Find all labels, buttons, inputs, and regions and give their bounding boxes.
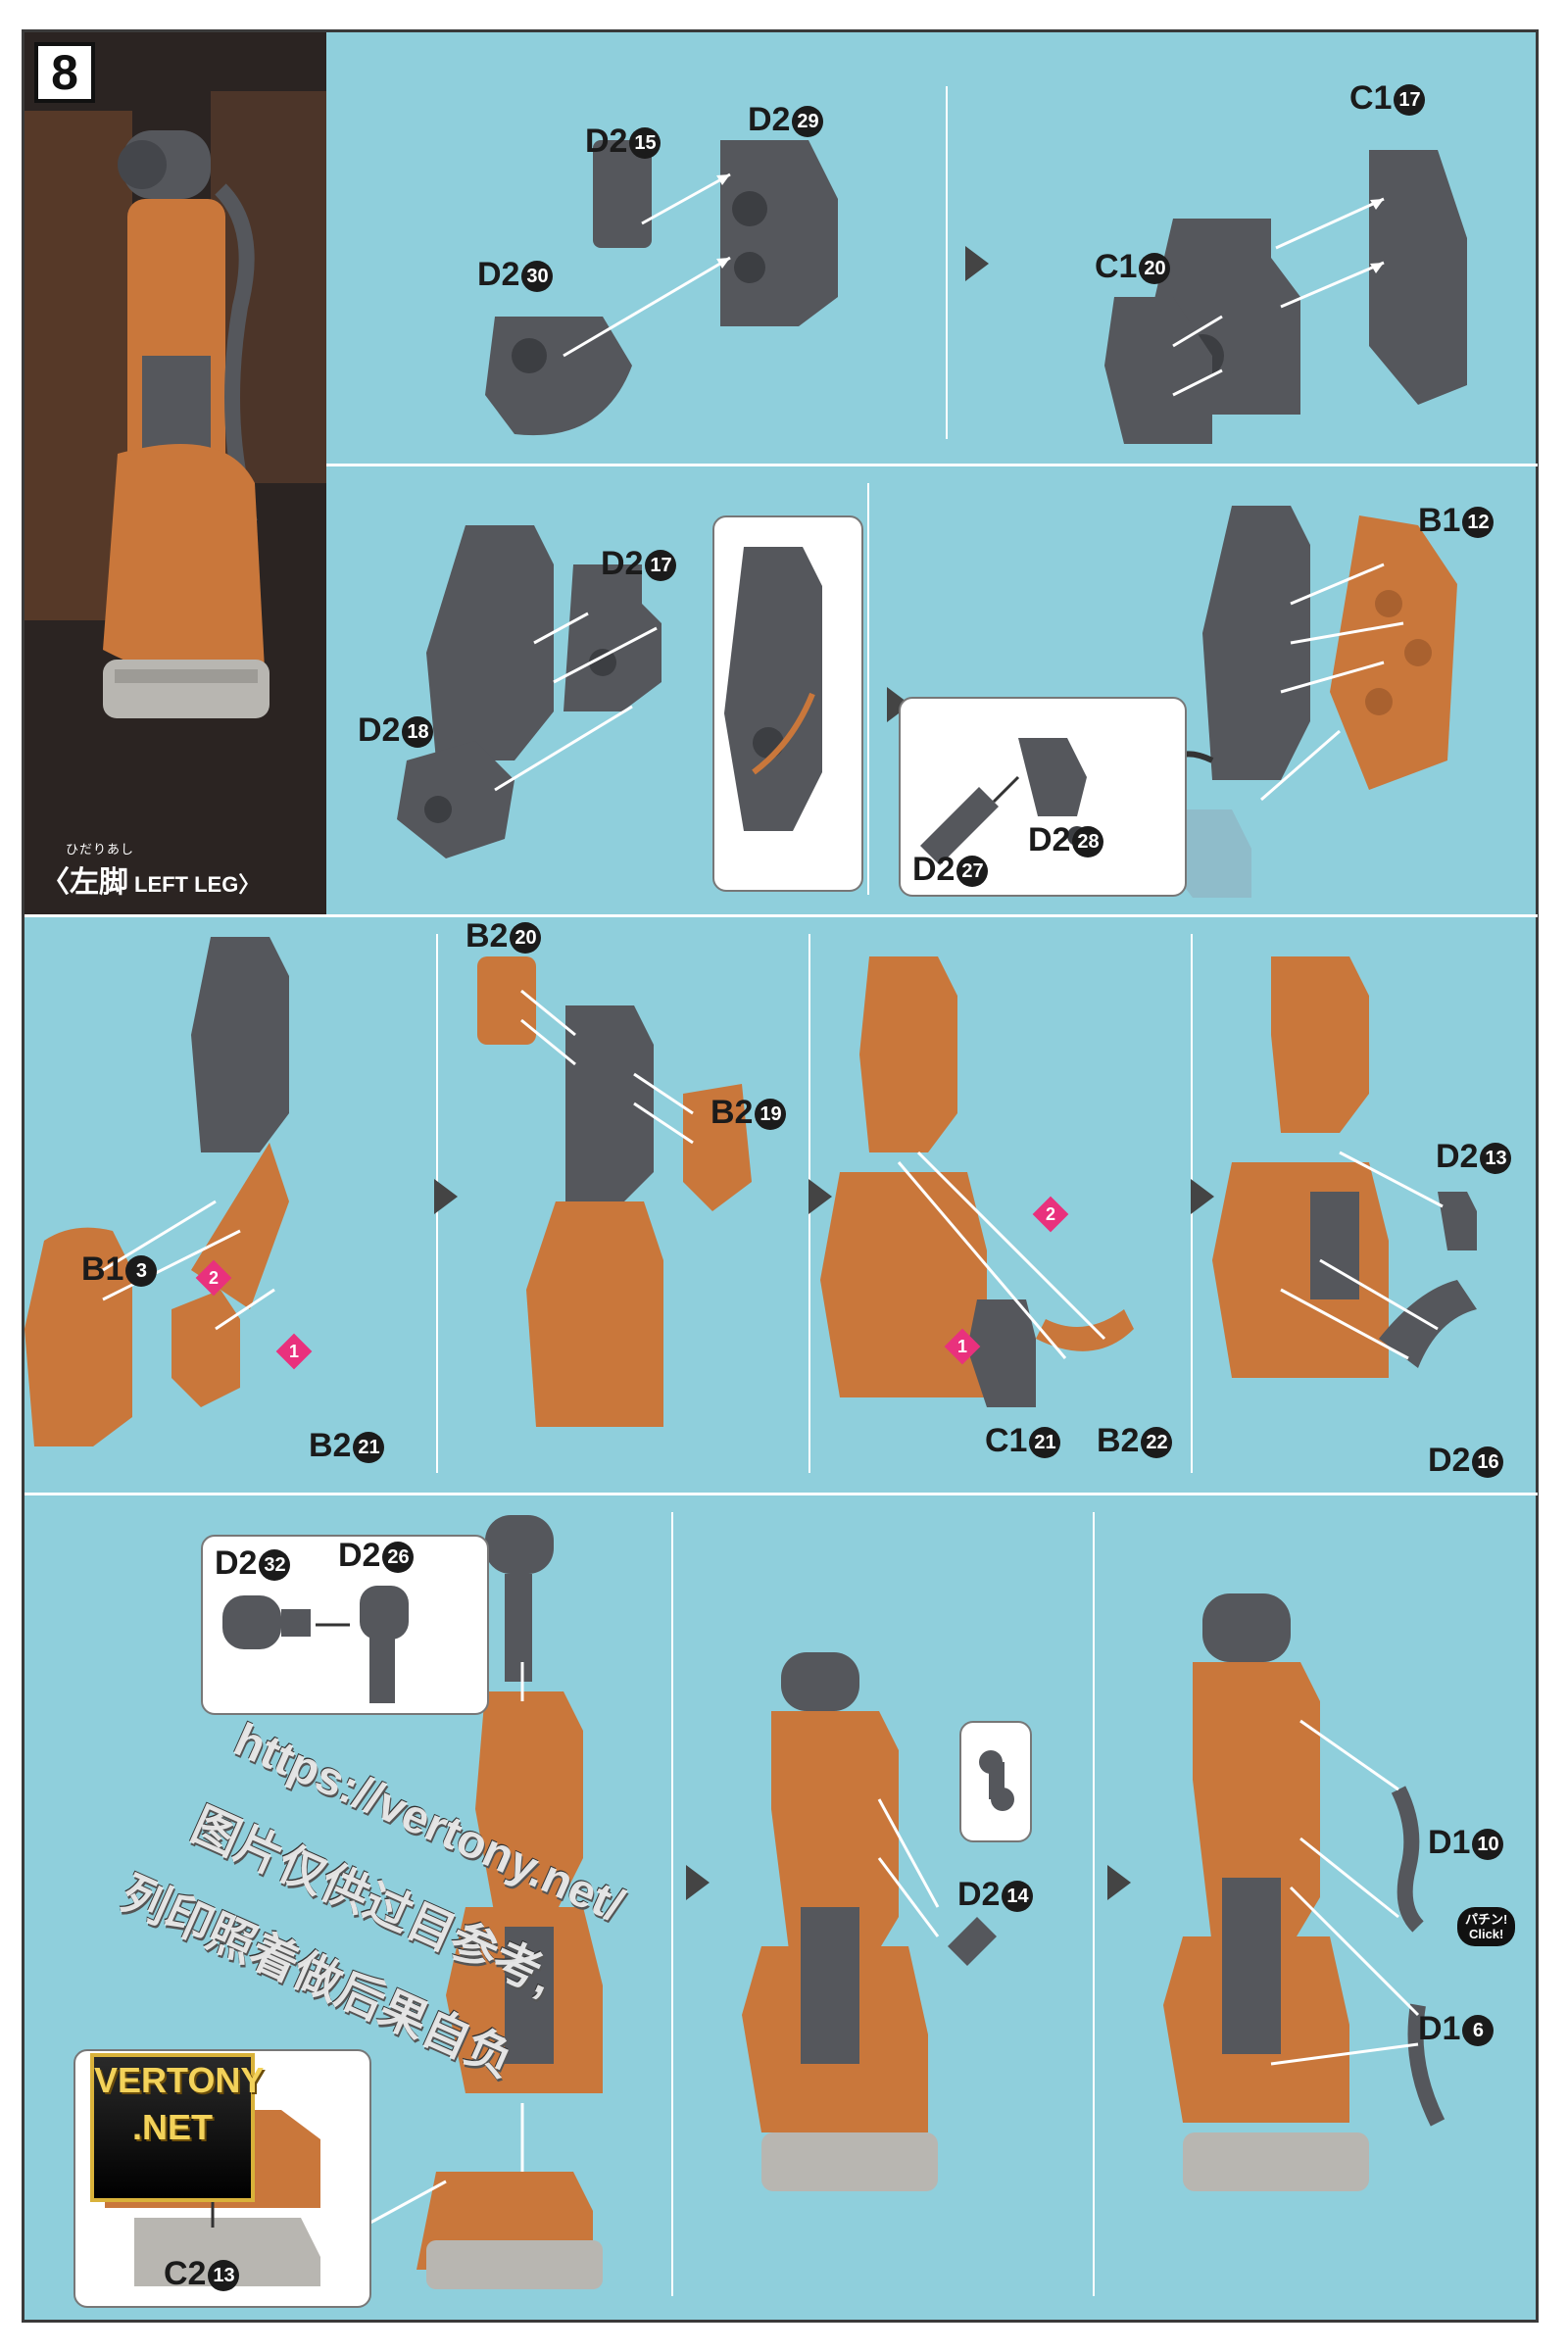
inset-subassembly-diagram [920, 738, 1087, 865]
step-number: 8 [34, 42, 95, 103]
row2-right-diagram [1151, 506, 1457, 898]
column-divider [867, 483, 869, 895]
column-divider [946, 86, 948, 439]
click-sound-badge: パチン!Click! [1457, 1907, 1516, 1946]
column-divider [1093, 1512, 1095, 2296]
order-marker-1: 1 [275, 1333, 313, 1370]
row2-assembled-inset [712, 515, 863, 892]
row4-panel2-diagram [742, 1652, 997, 2191]
logo-line2: .NET [131, 2107, 213, 2147]
row-divider [24, 914, 1538, 917]
order-marker-2: 2 [1032, 1196, 1069, 1233]
row4-panel3-diagram [1163, 1593, 1446, 2191]
inset-joint-diagram [979, 1750, 1014, 1811]
step-arrow [965, 246, 989, 281]
vertony-logo: VERTONY .NET [90, 2053, 265, 2202]
step-arrow [808, 1179, 832, 1214]
step-arrow [1107, 1865, 1131, 1900]
row4-joint-inset [959, 1721, 1032, 1842]
row3-panel4-diagram [1212, 956, 1477, 1378]
caption-japanese: 〈左脚 [40, 866, 128, 899]
caption-furigana: ひだりあし [66, 842, 135, 857]
inset-d2-32-26-diagram [222, 1586, 409, 1703]
step-arrow [1191, 1179, 1214, 1214]
row1-left-diagram [485, 140, 838, 436]
row3-panel3-diagram [820, 956, 1134, 1407]
inset-assembled-diagram [724, 547, 822, 831]
row2-left-diagram [397, 525, 662, 858]
column-divider [671, 1512, 673, 2296]
step-arrow [686, 1865, 710, 1900]
row3-panel1-diagram [24, 937, 289, 1446]
step-arrow [434, 1179, 458, 1214]
row-divider [24, 1493, 1538, 1495]
order-marker-2: 2 [195, 1259, 232, 1297]
leg-preview-illustration [24, 32, 326, 914]
row1-right-diagram [1104, 150, 1467, 444]
caption-english: LEFT LEG〉 [134, 872, 261, 897]
row-divider [326, 464, 1538, 466]
logo-line1: VERTONY [94, 2060, 265, 2100]
order-marker-1: 1 [944, 1328, 981, 1365]
row3-panel2-diagram [477, 956, 752, 1427]
